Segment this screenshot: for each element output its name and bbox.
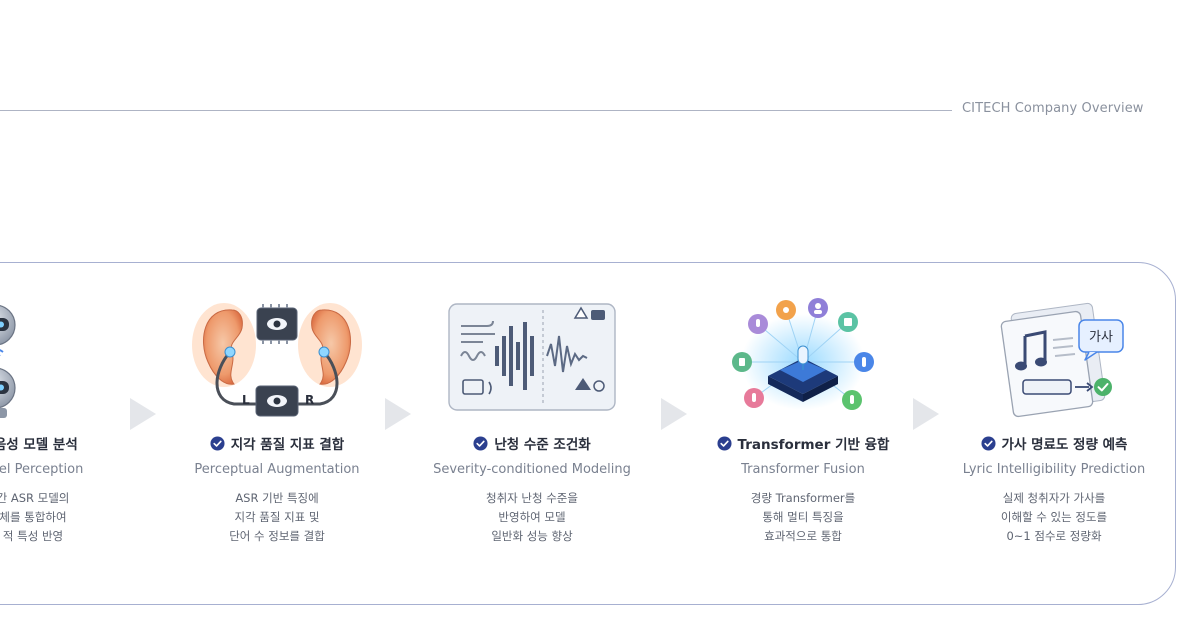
check-circle-icon [210, 435, 225, 451]
step-description: 간 ASR 모델의 체를 통합하여 적 특성 반영 [0, 491, 70, 543]
step-model-perception: -음성 모델 분석 odel Perception 간 ASR 모델의 체를 통… [0, 290, 143, 546]
page-title: CITECH Company Overview [962, 101, 1144, 116]
left-ear-label: L [242, 393, 250, 407]
check-circle-icon [981, 435, 996, 451]
check-circle-icon [717, 435, 732, 451]
header-divider [0, 110, 952, 111]
step-lyric-intelligibility: 가사 가사 명료도 정량 예측 Lyric Intelligibility Pr… [944, 290, 1164, 546]
flow-arrow [130, 398, 156, 430]
step-title: 가사 명료도 정량 예측 [944, 433, 1164, 453]
step-description: 청취자 난청 수준을 반영하여 모델 일반화 성능 향상 [486, 491, 578, 543]
robot-pair-icon [0, 305, 16, 418]
step-subtitle: Perceptual Augmentation [194, 462, 360, 477]
step-transformer-fusion: Transformer 기반 융합 Transformer Fusion 경량 … [693, 290, 913, 546]
waveform-panel-icon [448, 303, 616, 411]
flow-arrow [661, 398, 687, 430]
step-severity-conditioned: 난청 수준 조건화 Severity-conditioned Modeling … [422, 290, 642, 546]
check-circle-icon [473, 435, 488, 451]
step-description: 경량 Transformer를 통해 멀티 특징을 효과적으로 통합 [750, 491, 856, 543]
step-title: Transformer 기반 융합 [693, 433, 913, 453]
flow-arrow [385, 398, 411, 430]
step-title: 난청 수준 조건화 [422, 433, 642, 453]
step-title: 지각 품질 지표 결합 [167, 433, 387, 453]
step-perceptual-augmentation: L R 지각 품질 지표 결합 Perceptual Augmentation … [167, 290, 387, 546]
step-subtitle: Lyric Intelligibility Prediction [962, 462, 1146, 477]
ears-chip-icon: L R [192, 303, 362, 417]
step-title: -음성 모델 분석 [0, 437, 78, 453]
step-subtitle: odel Perception [0, 462, 84, 477]
step-subtitle: Transformer Fusion [741, 462, 865, 477]
flow-arrow [913, 398, 939, 430]
transformer-hub-icon [732, 298, 874, 410]
lyrics-bubble-label: 가사 [1089, 330, 1113, 345]
step-description: ASR 기반 특징에 지각 품질 지표 및 단어 수 정보를 결합 [229, 491, 325, 543]
step-subtitle: Severity-conditioned Modeling [433, 462, 631, 477]
right-ear-label: R [305, 393, 314, 407]
lyrics-sheet-icon: 가사 [1000, 302, 1124, 418]
step-description: 실제 청취자가 가사를 이해할 수 있는 정도를 0~1 점수로 정량화 [1000, 491, 1108, 543]
